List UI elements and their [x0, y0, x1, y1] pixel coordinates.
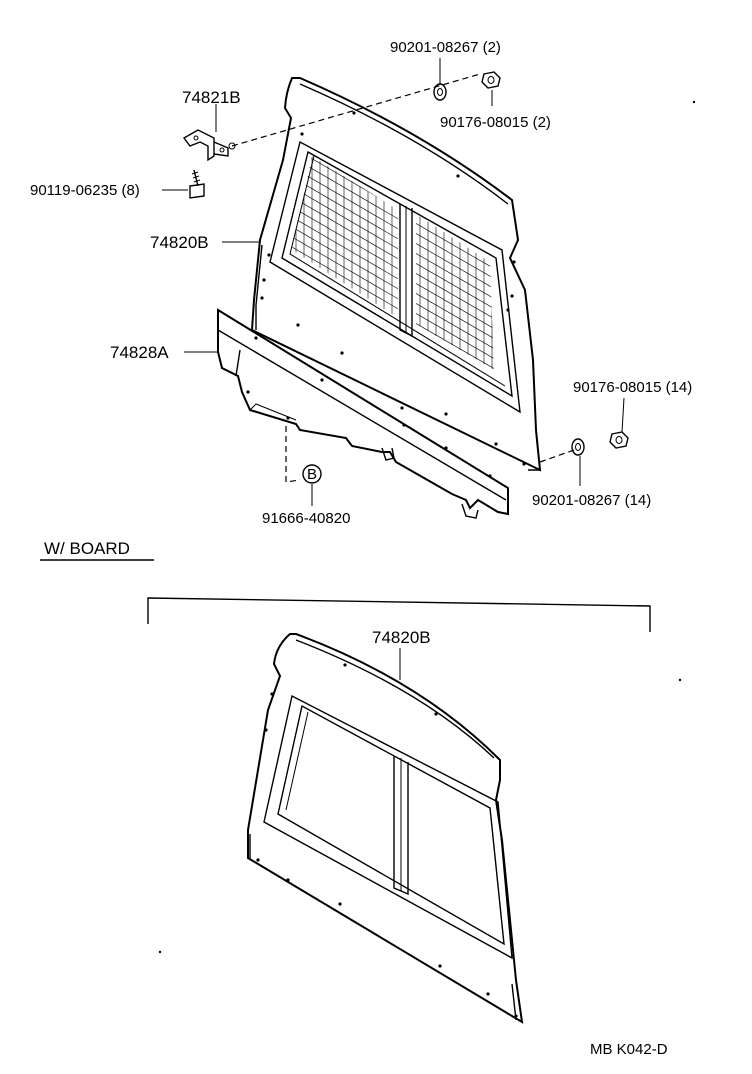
trim-board-74828A — [217, 308, 509, 516]
nut-90176-08015-right — [609, 431, 629, 449]
label-74821B: 74821B — [182, 88, 241, 107]
ref-b-circle — [302, 464, 322, 484]
lower-window-frame — [263, 694, 513, 960]
section-bracket — [147, 597, 651, 632]
lower-panel-rivets — [158, 100, 696, 1018]
washer-90201-08267-right — [571, 438, 585, 456]
bracket-74821B — [182, 129, 236, 162]
rear-panel-window-frame — [269, 140, 521, 414]
nut-90176-08015-top — [481, 71, 501, 89]
label-74820B-top: 74820B — [150, 233, 209, 252]
label-ref-b: B — [307, 466, 317, 483]
label-74820B-bottom: 74820B — [372, 628, 431, 647]
bolt-90119-06235 — [189, 169, 205, 199]
label-90119-06235-8: 90119-06235 (8) — [30, 182, 140, 199]
lower-assembly — [158, 100, 696, 1024]
label-74828A: 74828A — [110, 343, 169, 362]
upper-panel-rivets — [260, 111, 526, 466]
footer-code: MB K042-D — [590, 1041, 668, 1058]
label-91666-40820: 91666-40820 — [262, 510, 350, 527]
trim-board-rivets — [246, 336, 492, 478]
label-90176-08015-14: 90176-08015 (14) — [573, 379, 692, 396]
label-90201-08267-2: 90201-08267 (2) — [390, 39, 501, 56]
label-90201-08267-14: 90201-08267 (14) — [532, 492, 651, 509]
rear-panel-upper-outline — [250, 77, 542, 472]
label-90176-08015-2: 90176-08015 (2) — [440, 114, 551, 131]
section-heading-w-board: W/ BOARD — [44, 539, 130, 558]
rear-panel-lower-outline — [247, 633, 524, 1024]
upper-assembly — [162, 58, 629, 519]
